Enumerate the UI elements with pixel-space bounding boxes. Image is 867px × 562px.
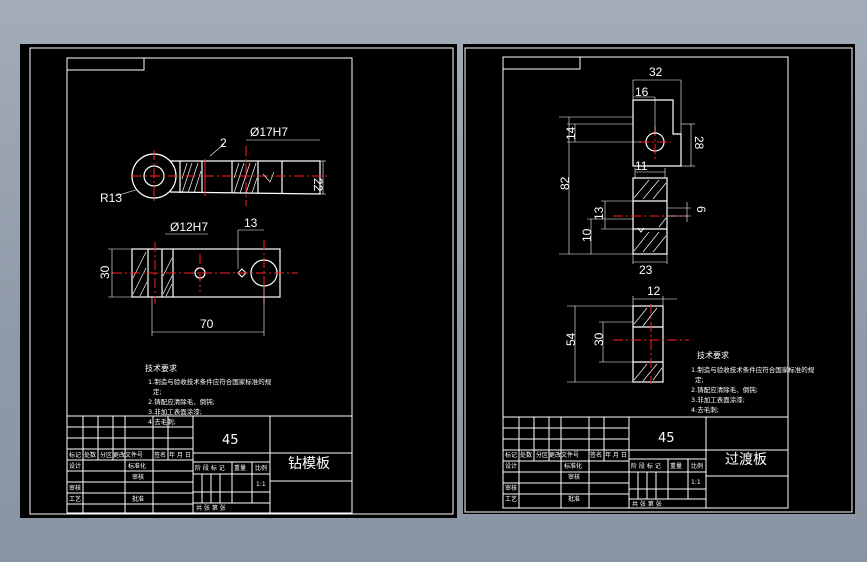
tb-process: 工艺 xyxy=(69,495,81,503)
tech-req-1a: 1.制造与验收技术条件应符合国家标准的规 xyxy=(148,377,272,386)
tb-col-zone: 分区 xyxy=(100,451,112,459)
section-hatch-2 xyxy=(233,162,258,194)
dim-phi17h7: Ø17H7 xyxy=(250,125,288,139)
top-view xyxy=(567,79,695,167)
tb-col-date: 年 月 日 xyxy=(169,451,191,459)
dim-70: 70 xyxy=(200,317,214,331)
section-hatch-low xyxy=(633,307,663,382)
tech-req-2: 2.铸配应清除毛、倒钝; xyxy=(148,397,215,406)
tech-req-heading: 技术要求 xyxy=(145,363,177,373)
dim-6: 6 xyxy=(694,206,708,213)
dim-30: 30 xyxy=(98,265,112,279)
dim-32: 32 xyxy=(649,65,663,79)
drawing-sheet-transition-plate[interactable]: 32 16 14 28 8 xyxy=(463,44,855,514)
middle-view xyxy=(559,116,691,264)
part-name: 过渡板 xyxy=(725,452,767,468)
dim-12: 12 xyxy=(647,284,661,298)
drawing-frame xyxy=(66,57,353,514)
dim-13: 13 xyxy=(244,216,258,230)
tb-sheets: 共 张 第 张 xyxy=(196,504,226,512)
tb-approve: 批准 xyxy=(568,495,580,503)
section-hatch-1 xyxy=(181,162,202,194)
dim-23: 23 xyxy=(639,263,653,277)
dim-10: 10 xyxy=(580,228,594,242)
sheet-border xyxy=(29,47,454,515)
dim-11: 11 xyxy=(635,159,648,173)
corner-box xyxy=(66,57,145,71)
tb-col-date: 年 月 日 xyxy=(605,451,627,459)
title-block xyxy=(502,416,789,509)
sheet-border xyxy=(464,47,853,513)
tech-req-4: 4.去毛刺; xyxy=(691,405,719,414)
tech-req-1b: 定; xyxy=(695,375,704,384)
front-view xyxy=(108,229,298,336)
corner-box xyxy=(502,56,581,70)
material-value: 45 xyxy=(222,433,239,448)
arm-outline xyxy=(169,160,321,195)
dim-22: 22 xyxy=(311,178,325,192)
dim-14: 14 xyxy=(564,126,578,140)
dim-28: 28 xyxy=(692,136,706,150)
tb-approve: 批准 xyxy=(132,495,144,503)
tb-scale-value: 1:1 xyxy=(691,479,701,486)
drawing-frame xyxy=(502,56,789,509)
tb-scale-value: 1:1 xyxy=(256,481,266,488)
part-outline-low xyxy=(632,305,664,383)
locating-mark xyxy=(237,268,247,278)
tb-design: 设计 xyxy=(69,462,81,470)
tb-stage: 阶 段 标 记 xyxy=(195,464,225,472)
tb-stage: 阶 段 标 记 xyxy=(631,462,661,470)
tb-standard: 标准化 xyxy=(128,462,146,470)
tech-req-heading: 技术要求 xyxy=(697,350,729,360)
lower-view xyxy=(567,296,689,384)
dim-30-low: 30 xyxy=(592,332,606,346)
tech-req-2: 2.铸配应清除毛、倒钝; xyxy=(691,385,758,394)
drawing-canvas-left: Ø17H7 2 R13 22 Ø12H7 13 xyxy=(29,47,454,515)
tb-process: 工艺 xyxy=(505,495,517,503)
tb-weight: 重量 xyxy=(670,462,682,470)
tb-col-doc: 更改文件号 xyxy=(549,451,579,459)
drawing-sheet-drill-plate[interactable]: Ø17H7 2 R13 22 Ø12H7 13 xyxy=(20,44,457,518)
top-view xyxy=(114,139,330,206)
title-block xyxy=(66,415,353,514)
dim-2: 2 xyxy=(220,136,227,150)
dim-54: 54 xyxy=(564,332,578,346)
tb-sheets: 共 张 第 张 xyxy=(632,500,662,508)
tb-col-doc: 更改文件号 xyxy=(113,451,143,459)
tb-check: 审核 xyxy=(568,473,580,481)
tech-req-1a: 1.制造与验收技术条件应符合国家标准的规 xyxy=(691,365,815,374)
material-value: 45 xyxy=(658,431,675,446)
tb-weight: 重量 xyxy=(234,464,246,472)
tb-col-count: 处数 xyxy=(520,451,532,459)
tb-scale: 比例 xyxy=(255,464,267,472)
tech-req-1b: 定; xyxy=(153,387,162,396)
section-hatch-3 xyxy=(132,251,173,297)
tb-scale: 比例 xyxy=(691,462,703,470)
tech-req-4: 4.去毛刺; xyxy=(148,417,176,426)
part-name: 钻模板 xyxy=(288,456,330,472)
dim-13-mid: 13 xyxy=(592,206,606,220)
tb-col-count: 处数 xyxy=(84,451,96,459)
tb-check: 审核 xyxy=(132,473,144,481)
section-hatch-mid xyxy=(633,179,667,253)
tb-col-mark: 标记 xyxy=(69,451,81,459)
tech-req-3: 3.非加工表面涂漆; xyxy=(691,395,745,404)
tech-req-3: 3.非加工表面涂漆; xyxy=(148,407,202,416)
tb-col-sign: 签名 xyxy=(154,451,166,459)
dim-phi12h7: Ø12H7 xyxy=(170,220,208,234)
drawing-canvas-right: 32 16 14 28 8 xyxy=(464,47,853,513)
tb-review: 审核 xyxy=(69,484,81,492)
tb-standard: 标准化 xyxy=(564,462,582,470)
tb-col-zone: 分区 xyxy=(536,451,548,459)
tb-review: 审核 xyxy=(505,484,517,492)
tb-design: 设计 xyxy=(505,462,517,470)
dim-16: 16 xyxy=(635,85,649,99)
tb-col-mark: 标记 xyxy=(505,451,517,459)
tb-col-sign: 签名 xyxy=(590,451,602,459)
dim-82: 82 xyxy=(558,176,572,190)
dim-r13: R13 xyxy=(100,191,122,205)
